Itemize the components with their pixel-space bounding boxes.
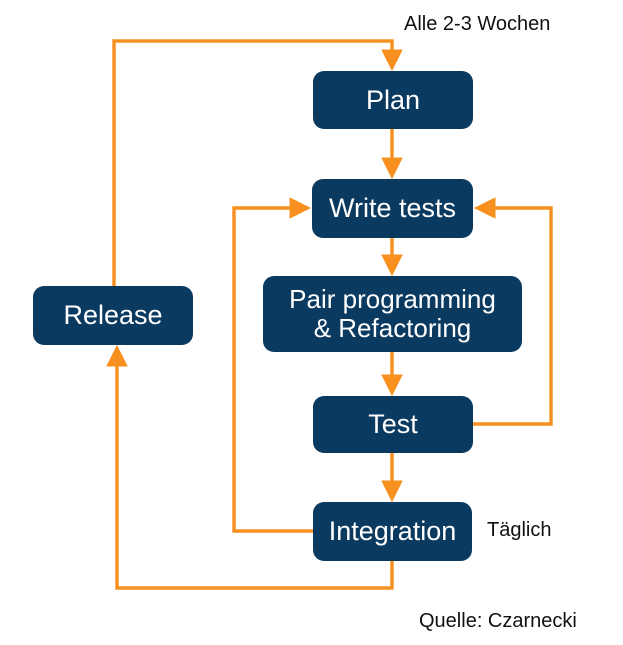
node-integration[interactable]: Integration <box>313 502 472 561</box>
caption-iteration-cadence: Alle 2-3 Wochen <box>404 13 551 35</box>
caption-daily-cadence: Täglich <box>487 519 552 541</box>
node-pair-programming-refactoring[interactable]: Pair programming & Refactoring <box>263 276 522 352</box>
node-test[interactable]: Test <box>313 396 473 453</box>
edge-release-to-plan <box>112 39 403 286</box>
edge-integration-to-write <box>232 197 313 533</box>
node-plan[interactable]: Plan <box>313 71 473 129</box>
caption-source: Quelle: Czarnecki <box>419 610 577 632</box>
node-write-tests[interactable]: Write tests <box>312 179 473 238</box>
node-release[interactable]: Release <box>33 286 193 345</box>
edge-integration-to-release <box>106 344 394 590</box>
edge-test-to-write <box>473 197 553 426</box>
